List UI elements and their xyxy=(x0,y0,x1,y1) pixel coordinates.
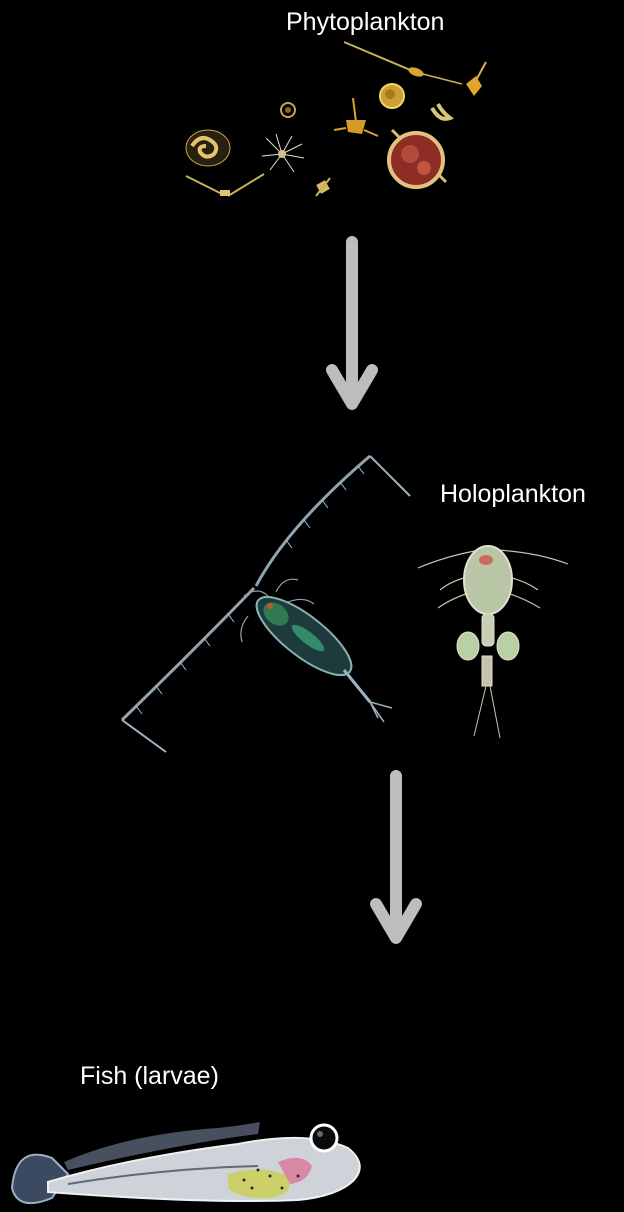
fish-eye xyxy=(311,1125,337,1151)
spiral-chain-colony xyxy=(186,130,230,166)
phytoplankton-illustration xyxy=(170,50,500,210)
arrow-down-1 xyxy=(326,236,382,416)
phytoplankton-label: Phytoplankton xyxy=(286,10,444,35)
egg-bearing-copepod-illustration xyxy=(416,536,576,746)
small-centric-cell xyxy=(281,103,295,117)
round-yellow-cell xyxy=(380,84,404,108)
needle-diatom xyxy=(344,42,462,84)
red-dinoflagellate xyxy=(389,130,446,187)
bar-diatom xyxy=(316,178,330,196)
egg-sac-right xyxy=(497,632,519,660)
tripos-dinoflagellate xyxy=(334,98,378,136)
chain-diatom xyxy=(186,174,264,196)
holoplankton-label: Holoplankton xyxy=(440,482,586,507)
arrow-down-2 xyxy=(370,770,426,950)
spiny-diatom xyxy=(262,134,304,172)
horned-dinoflagellate-small xyxy=(466,62,486,96)
fish-larvae-label: Fish (larvae) xyxy=(80,1064,219,1089)
fish-yolk-sac xyxy=(228,1169,290,1198)
egg-sac-left xyxy=(457,632,479,660)
curled-cell xyxy=(432,104,450,119)
copepod-illustration xyxy=(108,446,418,756)
fish-larva-illustration xyxy=(8,1104,372,1212)
copepod-body xyxy=(241,579,392,722)
